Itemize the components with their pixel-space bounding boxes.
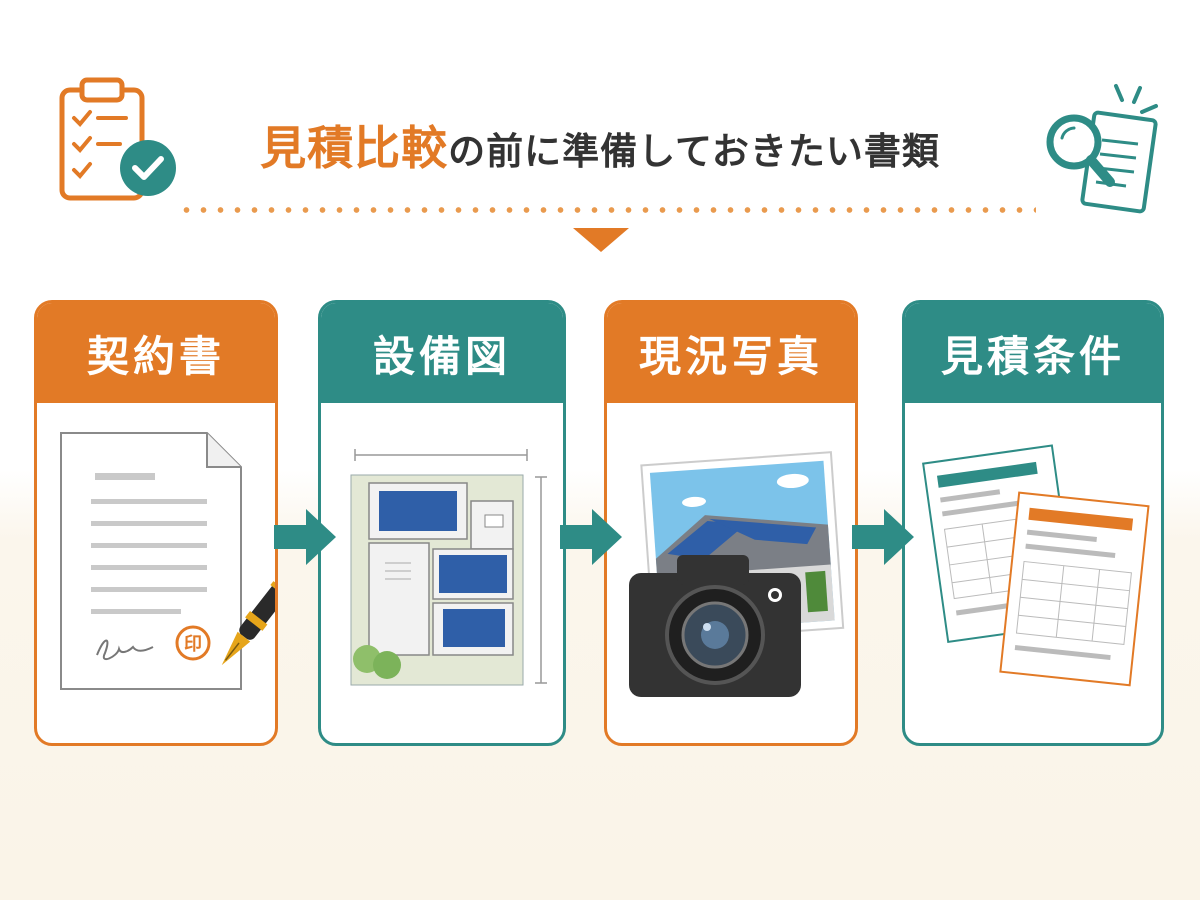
card-equipment-plan-label: 設備図 — [321, 303, 563, 403]
floor-plan-icon — [350, 449, 547, 686]
title-rest: の前に準備しておきたい書類 — [448, 130, 940, 173]
quote-forms-icon — [922, 444, 1150, 687]
fountain-pen-icon — [221, 575, 275, 666]
camera-photo-icon — [629, 451, 845, 697]
dotted-divider — [178, 206, 1036, 214]
arrow-right-icon — [560, 509, 622, 565]
card-quote-conditions-label: 見積条件 — [905, 303, 1161, 403]
down-triangle-icon — [573, 228, 629, 252]
camera-body-icon — [629, 555, 801, 697]
arrow-right-icon — [852, 509, 914, 565]
card-site-photos: 現況写真 — [604, 300, 858, 746]
card-contract: 契約書 印 — [34, 300, 278, 746]
card-site-photos-label: 現況写真 — [607, 303, 855, 403]
card-contract-label: 契約書 — [37, 303, 275, 403]
seal-stamp-label: 印 — [184, 634, 202, 655]
page-title: 見積比較の前に準備しておきたい書類 — [0, 112, 1200, 178]
clipboard-check-icon — [59, 77, 176, 201]
magnifier-document-icon — [1046, 84, 1158, 214]
card-equipment-plan: 設備図 — [318, 300, 566, 746]
contract-document-icon: 印 — [60, 432, 275, 690]
arrow-right-icon — [274, 509, 336, 565]
card-quote-conditions: 見積条件 — [902, 300, 1164, 746]
title-accent: 見積比較 — [260, 121, 449, 175]
